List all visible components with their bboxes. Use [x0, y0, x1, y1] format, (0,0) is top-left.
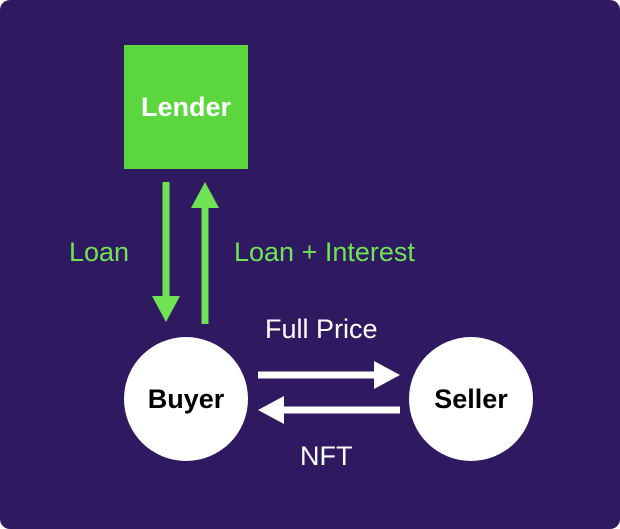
seller-node: Seller: [409, 337, 533, 461]
lender-label: Lender: [140, 91, 232, 122]
full-price-arrow: [258, 361, 400, 389]
loan-interest-label: Loan + Interest: [234, 237, 415, 267]
buyer-label: Buyer: [147, 383, 225, 414]
full-price-label: Full Price: [265, 314, 378, 344]
loan-arrow: [152, 182, 180, 322]
loan-interest-arrow: [191, 182, 219, 324]
seller-label: Seller: [434, 383, 508, 414]
nft-label: NFT: [300, 441, 353, 471]
buyer-node: Buyer: [124, 337, 248, 461]
lender-node: Lender: [124, 45, 248, 169]
nft-arrow: [258, 396, 400, 424]
loan-label: Loan: [69, 237, 130, 267]
